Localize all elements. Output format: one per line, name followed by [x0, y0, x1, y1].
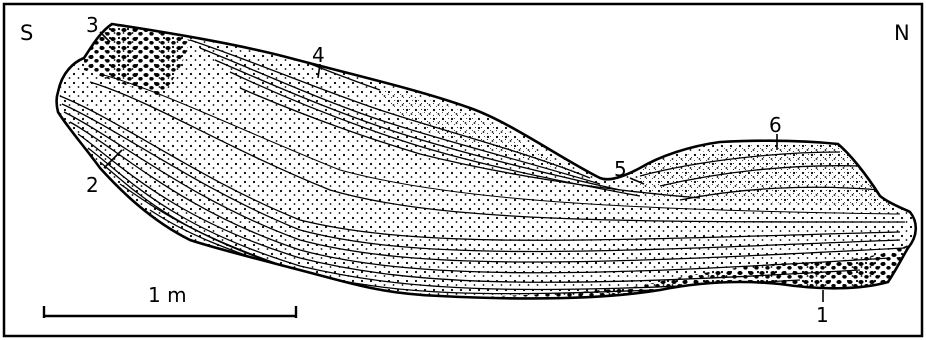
sediment-lens: [57, 24, 916, 300]
label-5: 5: [614, 157, 627, 181]
scale-label: 1 m: [148, 283, 187, 307]
label-2: 2: [86, 173, 99, 197]
label-1: 1: [816, 303, 829, 327]
direction-south: S: [20, 21, 33, 45]
scale-bar: 1 m: [44, 283, 296, 318]
label-4: 4: [312, 43, 325, 67]
label-6: 6: [769, 113, 782, 137]
label-3: 3: [86, 13, 99, 37]
direction-north: N: [894, 21, 910, 45]
